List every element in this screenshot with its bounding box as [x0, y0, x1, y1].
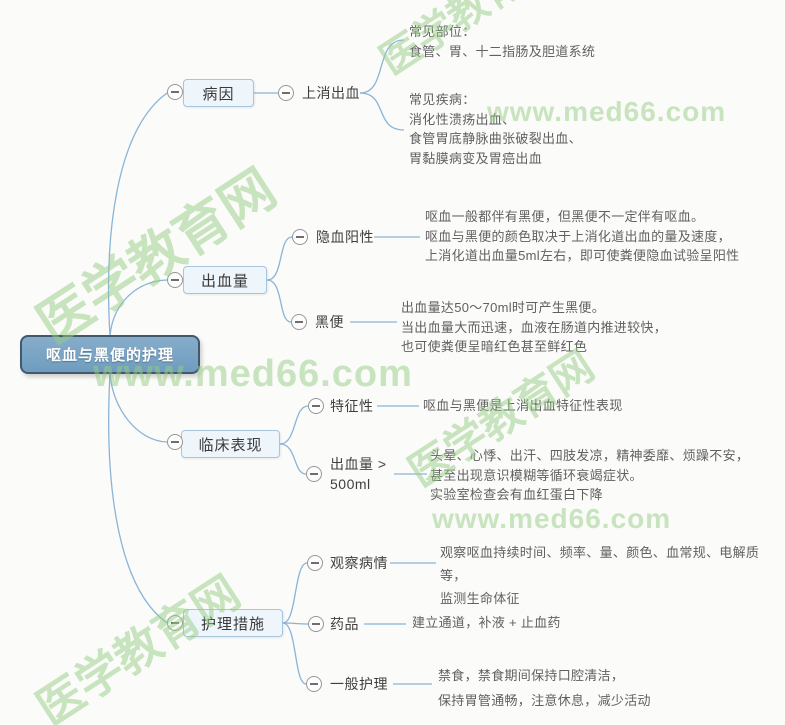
branch-node-clinical[interactable]: 临床表现	[181, 430, 280, 458]
leaf-label-upper-gi[interactable]: 上消出血	[302, 85, 360, 101]
leaf-label-melena[interactable]: 黑便	[315, 314, 344, 330]
leaf-label-medication[interactable]: 药品	[330, 616, 359, 632]
collapse-button-observe[interactable]	[307, 555, 323, 571]
collapse-button-over-500ml[interactable]	[306, 466, 322, 482]
collapse-button-occult-blood[interactable]	[292, 229, 308, 245]
note-medication: 建立通道，补液 + 止血药	[412, 615, 561, 630]
collapse-button-medication[interactable]	[308, 616, 324, 632]
note-observe: 观察呕血持续时间、频率、量、颜色、血常规、电解质等， 监测生命体征	[440, 545, 760, 606]
collapse-button-clinical[interactable]	[167, 434, 183, 450]
branch-node-amount[interactable]: 出血量	[183, 266, 267, 294]
collapse-button-melena[interactable]	[291, 314, 307, 330]
leaf-label-observe[interactable]: 观察病情	[330, 555, 388, 571]
leaf-label-characteristic[interactable]: 特征性	[330, 398, 374, 414]
leaf-label-general-care[interactable]: 一般护理	[330, 676, 388, 692]
note-occult-blood: 呕血一般都伴有黑便，但黑便不一定伴有呕血。 呕血与黑便的颜色取决于上消化道出血的…	[425, 209, 740, 263]
note-common-sites: 常见部位： 食管、胃、十二指肠及胆道系统	[409, 24, 596, 59]
leaf-label-over-500ml[interactable]: 出血量 > 500ml	[330, 456, 387, 492]
root-topic[interactable]: 呕血与黑便的护理	[20, 335, 200, 374]
branch-node-nursing[interactable]: 护理措施	[183, 609, 283, 637]
collapse-button-cause[interactable]	[167, 84, 183, 100]
note-over-500ml: 头晕、心悸、出汗、四肢发凉，精神委靡、烦躁不安， 甚至出现意识模糊等循环衰竭症状…	[430, 448, 750, 502]
note-general-care: 禁食，禁食期间保持口腔清洁， 保持胃管通畅，注意休息，减少活动	[438, 668, 651, 708]
leaf-label-occult-blood[interactable]: 隐血阳性	[316, 229, 374, 245]
branch-node-cause[interactable]: 病因	[183, 79, 254, 107]
note-characteristic: 呕血与黑便是上消出血特征性表现	[423, 398, 623, 413]
collapse-button-general-care[interactable]	[306, 676, 322, 692]
collapse-button-upper-gi[interactable]	[278, 85, 294, 101]
collapse-button-nursing[interactable]	[167, 615, 183, 631]
note-common-diseases: 常见疾病： 消化性溃疡出血、 食管胃底静脉曲张破裂出血、 胃黏膜病变及胃癌出血	[409, 92, 582, 166]
collapse-button-characteristic[interactable]	[308, 398, 324, 414]
collapse-button-amount[interactable]	[167, 272, 183, 288]
note-melena: 出血量达50～70ml时可产生黑便。 当出血量大而迅速，血液在肠道内推进较快， …	[401, 300, 668, 354]
